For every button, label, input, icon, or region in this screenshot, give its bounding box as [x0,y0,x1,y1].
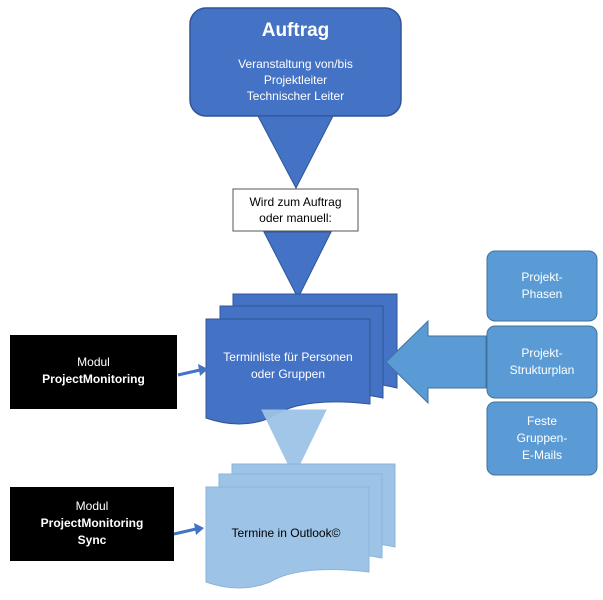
triangle-arrow-1 [257,115,334,190]
side-box-feste-gruppen [486,401,598,476]
outlook-documents [205,463,396,589]
side-box-projekt-strukturplan [486,325,598,399]
modul-2-line-3: Sync [77,532,107,547]
auftrag-text: Auftrag Veranstaltung von/bis Projektlei… [190,14,401,110]
connector-arrow-2 [173,523,204,536]
modul-1-line-1: Modul [77,355,110,369]
big-left-arrow [385,319,487,405]
auftrag-title: Auftrag [261,20,330,41]
outlook-label: Termine in Outlook© [231,526,341,540]
outlook-text: Termine in Outlook© [206,522,366,544]
modul-2-line-2: ProjectMonitoring [40,515,144,530]
terminliste-text: Terminliste für Personen oder Gruppen [206,346,370,386]
decision-text: Wird zum Auftrag oder manuell: [233,189,358,231]
side-box-2-text: Projekt- Strukturplan [487,326,597,398]
side-box-1-text: Projekt- Phasen [487,251,597,321]
decision-line-1: Wird zum Auftrag [249,195,342,209]
auftrag-line-3: Technischer Leiter [246,89,345,103]
triangle-arrow-3 [261,409,327,478]
decision-line-2: oder manuell: [259,211,332,225]
side-box-2-line-1: Projekt- [521,346,563,360]
terminliste-documents [205,293,398,425]
auftrag-line-1: Veranstaltung von/bis [238,57,353,71]
modul-1-line-2: ProjectMonitoring [42,372,145,386]
terminliste-line-1: Terminliste für Personen [223,350,353,364]
modul-box-1 [10,335,177,409]
side-box-3-text: Feste Gruppen- E-Mails [487,402,597,475]
side-box-3-line-1: Feste [526,414,557,428]
auftrag-line-2: Projektleiter [263,73,328,87]
side-box-1-line-1: Projekt- [521,270,563,284]
side-box-3-line-3: E-Mails [521,448,562,462]
modul-box-2 [10,487,174,561]
side-box-2-line-2: Strukturplan [509,363,575,377]
side-box-projekt-phasen [486,250,598,322]
decision-box [232,188,359,232]
side-box-1-line-2: Phasen [521,287,563,301]
modul-1-text: Modul ProjectMonitoring [10,346,177,396]
modul-2-line-1: Modul [75,498,109,513]
triangle-arrow-2 [263,231,332,300]
terminliste-line-2: oder Gruppen [250,367,326,381]
modul-2-text: Modul ProjectMonitoring Sync [10,493,174,553]
connector-arrow-1 [177,364,208,377]
outlook-doc-front [205,486,370,589]
side-box-3-line-2: Gruppen- [516,431,568,445]
